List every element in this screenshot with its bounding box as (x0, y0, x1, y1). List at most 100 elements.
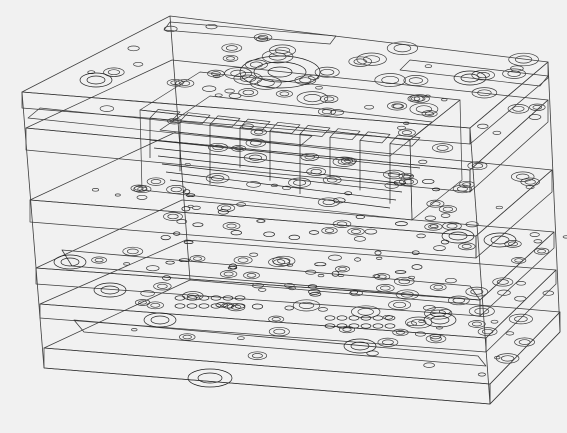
cavity-insert-side (409, 99, 463, 221)
core-hole-30-bore (212, 144, 224, 151)
top-clamp-hole-36 (127, 45, 140, 52)
core-hole-14 (384, 182, 399, 189)
top-clamp-hole-32-bore (303, 94, 322, 103)
pin-cluster-left-1 (174, 295, 186, 301)
support-hole-7-bore (433, 284, 443, 290)
support-hole-34 (191, 205, 201, 210)
ejector-pin-4 (178, 258, 190, 263)
bottom-clamp-hole-3-bore (411, 318, 427, 327)
core-hole-21 (246, 181, 261, 188)
bottom-clamp-hole-5 (477, 372, 486, 377)
top-clamp-hole-7-bore (381, 75, 400, 85)
bottom-clamp-hole-34-bore (514, 315, 528, 323)
core-hole-12 (130, 184, 148, 192)
core-hole-27-bore (304, 154, 316, 160)
guide-bushing-6 (53, 254, 87, 270)
core-hole-33-bore (442, 206, 454, 212)
ejector-hole-22-bore (157, 283, 168, 289)
ejector-pin-21 (350, 290, 359, 295)
core-hole-1 (442, 221, 462, 231)
bottom-clamp-hole-27-bore (357, 308, 374, 316)
cavity-hole-13 (238, 88, 259, 97)
plate-ejector-side-face (485, 269, 557, 353)
ejector-hole-26-bore (230, 304, 242, 310)
top-clamp-hole-13-bore (256, 78, 275, 87)
cavity-hole-9 (212, 74, 221, 79)
ejector-hole-12-bore (470, 288, 484, 295)
cavity-hole-27 (224, 88, 235, 94)
top-clamp-hole-32 (296, 91, 329, 105)
ejector-hole-2 (252, 282, 264, 289)
bottom-clamp-hole-20 (247, 351, 268, 360)
runner-track-6 (169, 179, 391, 209)
ejector-hole-21 (318, 307, 328, 312)
plate-core-side-face (475, 169, 553, 259)
support-hole-1-bore (514, 258, 524, 263)
core-hole-20-bore (462, 182, 472, 187)
ejector-pin-33 (173, 231, 181, 236)
ejector-pin-15 (393, 180, 406, 186)
ejector-pin-32 (162, 275, 172, 281)
top-clamp-hole-31-bore (323, 96, 335, 102)
ejector-hole-11-bore (150, 302, 161, 308)
guide-bushing-3-bore (100, 285, 120, 295)
support-hole-5-bore (193, 256, 202, 261)
guide-bushing-2 (453, 70, 487, 86)
cavity-hole-4-bore (436, 145, 449, 151)
support-hole-4 (335, 265, 350, 273)
core-hole-24-bore (516, 173, 530, 180)
top-clamp-hole-8 (387, 101, 408, 111)
support-hole-20 (91, 256, 107, 264)
core-hole-28 (467, 161, 488, 171)
core-hole-34 (282, 185, 292, 191)
pin-cluster-left-12 (234, 303, 246, 309)
insert-slot-1 (149, 109, 181, 121)
top-clamp-hole-28-bore (415, 105, 432, 113)
core-hole-43 (452, 184, 473, 194)
core-hole-1-bore (446, 223, 458, 229)
core-hole-29-bore (170, 186, 182, 193)
cavity-hole-26 (99, 105, 115, 112)
insert-slot-2 (179, 112, 211, 125)
cavity-hole-28 (228, 93, 242, 99)
ejector-hole-25 (134, 299, 151, 306)
support-hole-8-bore (324, 228, 335, 233)
cavity-hole-12 (528, 114, 542, 120)
support-hole-9 (394, 276, 415, 286)
top-clamp-hole-27 (224, 67, 253, 80)
core-hole-28-bore (471, 163, 484, 169)
ejector-pin-26 (314, 262, 327, 267)
ejector-pin-36 (160, 235, 171, 241)
core-hole-13 (136, 194, 148, 200)
bottom-clamp-hole-31 (366, 350, 379, 357)
top-clamp-hole-28 (409, 102, 439, 116)
ejector-pin-39 (411, 250, 420, 255)
top-clamp-hole-26 (222, 54, 239, 62)
core-hole-36 (426, 199, 445, 208)
pin-cluster-left-6 (234, 295, 246, 301)
top-clamp-hole-22 (253, 33, 273, 42)
top-clamp-hole-19-bore (279, 91, 290, 97)
cavity-hole-23-bore (254, 129, 264, 135)
plate-support-side-face (479, 231, 555, 317)
pin-cluster-left-5 (222, 295, 234, 301)
ejector-pin-30 (421, 178, 435, 185)
support-hole-9-bore (398, 278, 411, 285)
top-clamp-hole-4 (348, 56, 372, 67)
support-hole-17 (146, 265, 160, 272)
bottom-clamp-hole-28-bore (382, 339, 394, 346)
top-clamp-hole-18-bore (268, 52, 287, 61)
frame-edge-back-right (547, 61, 561, 333)
core-hole-9 (270, 183, 278, 188)
pin-cluster-left-2 (186, 295, 198, 301)
cavity-hole-11-bore (512, 105, 525, 112)
guide-bushing-5-bore (490, 235, 510, 245)
core-hole-10-bore (248, 154, 262, 161)
bottom-clamp-hole-21 (490, 319, 499, 324)
insert-slot-7 (329, 128, 361, 141)
core-hole-24 (510, 171, 535, 182)
guide-bushing-9 (343, 338, 377, 354)
plate-cavity-side-face (469, 99, 549, 193)
ejector-hole-9 (447, 295, 470, 306)
